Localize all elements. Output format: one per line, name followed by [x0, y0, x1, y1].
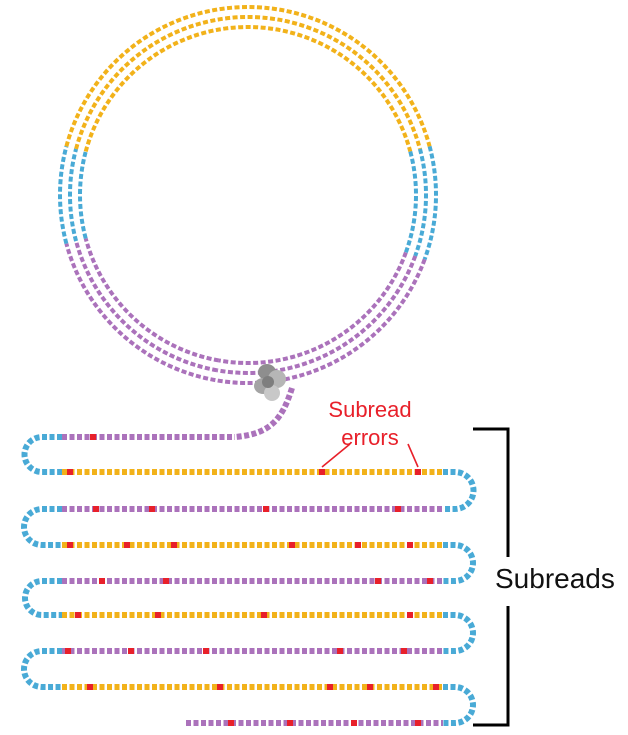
- error-mark-4: [415, 469, 421, 475]
- error-mark-24: [128, 648, 134, 654]
- error-mark-9: [67, 542, 73, 548]
- error-mark-32: [433, 684, 439, 690]
- error-mark-35: [351, 720, 357, 726]
- error-mark-5: [93, 506, 99, 512]
- adapter-turn-4: [443, 542, 476, 584]
- error-mark-15: [99, 578, 105, 584]
- error-mark-6: [149, 506, 155, 512]
- adapter-turn-7: [21, 648, 62, 690]
- error-pointer-lines: [321, 443, 419, 468]
- error-pointer-line-1: [321, 443, 351, 468]
- subread-errors-label-line1: Subread: [328, 397, 412, 422]
- error-mark-25: [203, 648, 209, 654]
- subread-errors-label: Subread errors: [300, 396, 440, 452]
- error-mark-27: [401, 648, 407, 654]
- error-mark-34: [287, 720, 293, 726]
- error-mark-21: [261, 612, 267, 618]
- polymerase-blob-icon: [254, 364, 286, 401]
- error-mark-22: [407, 612, 413, 618]
- arc-insert-top: [64, 5, 432, 153]
- error-mark-2: [67, 469, 73, 475]
- adapter-turn-5: [22, 578, 62, 618]
- error-mark-12: [289, 542, 295, 548]
- error-mark-14: [407, 542, 413, 548]
- arc-complement-left: [64, 237, 220, 383]
- error-mark-13: [355, 542, 361, 548]
- adapter-turn-3: [21, 506, 62, 548]
- error-mark-11: [171, 542, 177, 548]
- exit-strand: [234, 387, 295, 440]
- error-mark-31: [367, 684, 373, 690]
- adapter-turn-1: [21, 434, 62, 475]
- subread-error-marks: [65, 434, 439, 726]
- error-mark-8: [395, 506, 401, 512]
- error-mark-33: [228, 720, 234, 726]
- error-mark-10: [124, 542, 130, 548]
- error-mark-26: [337, 648, 343, 654]
- arc-adapter-left: [58, 145, 88, 245]
- subreads-bracket: [473, 427, 510, 727]
- error-mark-20: [155, 612, 161, 618]
- subread-errors-label-line2: errors: [341, 425, 399, 450]
- arc-adapter-right: [403, 145, 438, 260]
- adapter-turn-6: [443, 612, 476, 654]
- error-mark-7: [263, 506, 269, 512]
- adapter-turn-8: [443, 684, 476, 726]
- error-mark-30: [327, 684, 333, 690]
- error-mark-36: [415, 720, 421, 726]
- error-mark-1: [90, 434, 96, 440]
- error-mark-17: [375, 578, 381, 584]
- error-mark-18: [427, 578, 433, 584]
- arc-complement-right: [215, 251, 427, 385]
- error-pointer-line-2: [407, 443, 419, 468]
- error-mark-28: [87, 684, 93, 690]
- error-mark-23: [65, 648, 71, 654]
- error-mark-19: [75, 612, 81, 618]
- adapter-turn-2: [443, 469, 477, 512]
- error-mark-3: [319, 469, 325, 475]
- subread-rows: [21, 434, 477, 726]
- error-mark-16: [163, 578, 169, 584]
- circular-template: [58, 5, 438, 440]
- error-mark-29: [217, 684, 223, 690]
- subreads-label: Subreads: [495, 563, 615, 594]
